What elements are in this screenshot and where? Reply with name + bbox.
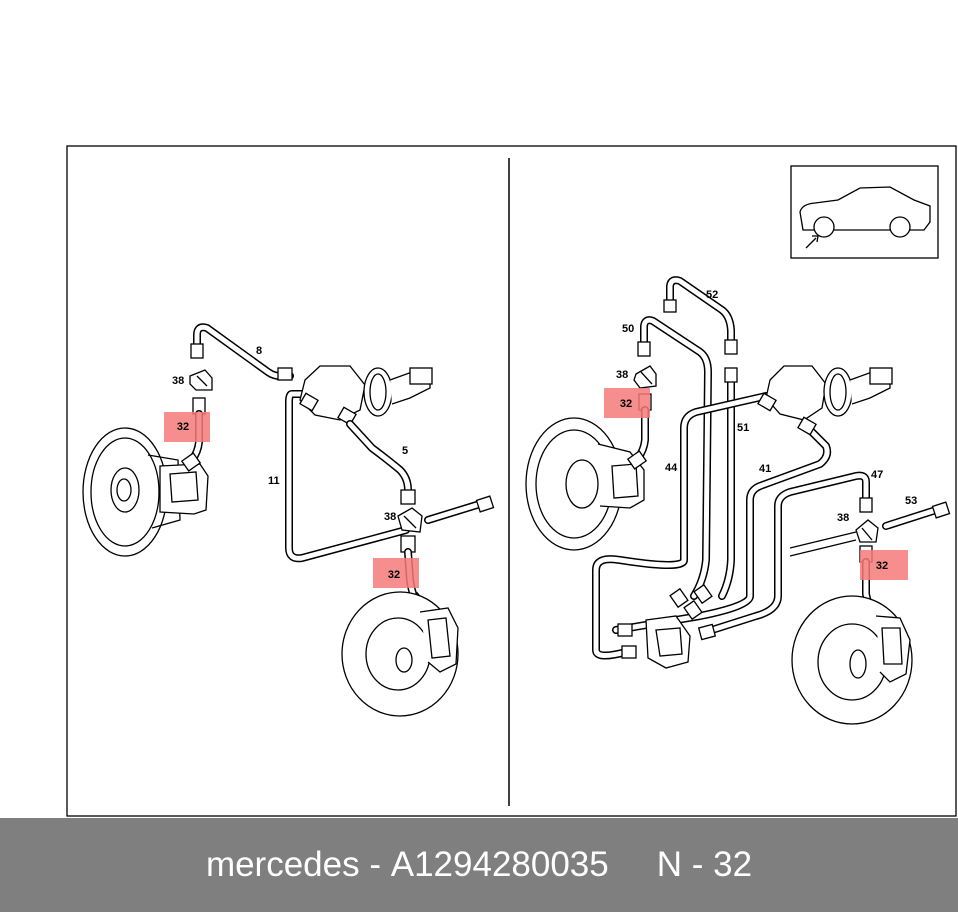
left-front-brake-disc [82,427,209,557]
highlight-part-32-right-bottom[interactable]: 32 [860,550,908,580]
left-panel: 32 32 8 38 11 5 38 [82,323,495,717]
bracket-38-right-top [633,365,657,389]
brake-pipe-5 [346,420,416,505]
right-panel: 32 32 52 50 38 51 44 41 47 53 38 [525,165,951,725]
part-label-32-right-bottom: 32 [876,560,888,572]
part-label-32-left-top: 32 [177,421,189,433]
brake-pipe-47 [697,471,873,641]
parts-diagram: 32 32 8 38 11 5 38 [66,145,957,817]
mounting-bolt-53 [882,501,951,530]
brake-pipe-11 [285,390,410,563]
brake-pipe-51 [718,367,738,600]
brake-hose-32-left-top [180,397,206,472]
highlight-part-32-left-top[interactable]: 32 [164,412,210,442]
part-label-47: 47 [871,469,883,481]
right-front-brake-disc [525,417,645,551]
part-label-51: 51 [737,422,749,434]
part-number: A1294280035 [390,845,609,884]
car-rear-wheel-icon [790,165,939,259]
right-rear-brake-disc [791,595,913,725]
pipe-fittings-lower [617,583,713,659]
part-label-52: 52 [706,289,718,301]
bracket-38-left-bottom [397,507,423,533]
part-label-53: 53 [905,495,917,507]
part-label-44: 44 [665,462,678,474]
part-label-50: 50 [622,323,634,335]
part-label-38-left-top: 38 [172,375,184,387]
position-code: N - 32 [656,845,753,884]
brake-pipe-8 [190,323,294,381]
part-info-footer: mercedes - A1294280035 N - 32 [0,818,958,912]
highlight-part-32-right-top[interactable]: 32 [604,388,650,418]
brake-pipe-50 [637,316,712,600]
highlight-part-32-left-bottom[interactable]: 32 [373,558,419,588]
part-label-11: 11 [268,475,280,487]
left-rear-brake-disc [341,591,459,717]
part-label-32-left-bottom: 32 [388,569,400,581]
part-label-38-right-bottom: 38 [837,512,849,524]
rear-axle-line-2 [789,531,857,549]
part-label-8: 8 [256,345,262,357]
part-label-5: 5 [402,445,408,457]
part-label-41: 41 [759,463,771,475]
bracket-38-right-bottom [855,519,879,543]
rear-axle-line [789,539,857,557]
brand-separator: - [369,845,381,884]
rear-brake-caliper-center [645,615,691,669]
part-label-32-right-top: 32 [620,398,632,410]
mounting-bolt-left [424,495,495,524]
master-cylinder-left [299,365,433,426]
bracket-38-left-top [189,369,213,391]
brake-pipe-52 [663,276,738,355]
part-label-38-left-bottom: 38 [384,511,396,523]
brand-name: mercedes [205,845,360,884]
part-label-38-right-top: 38 [616,369,628,381]
master-cylinder-right [757,365,893,436]
brake-pipe-44 [592,392,770,660]
